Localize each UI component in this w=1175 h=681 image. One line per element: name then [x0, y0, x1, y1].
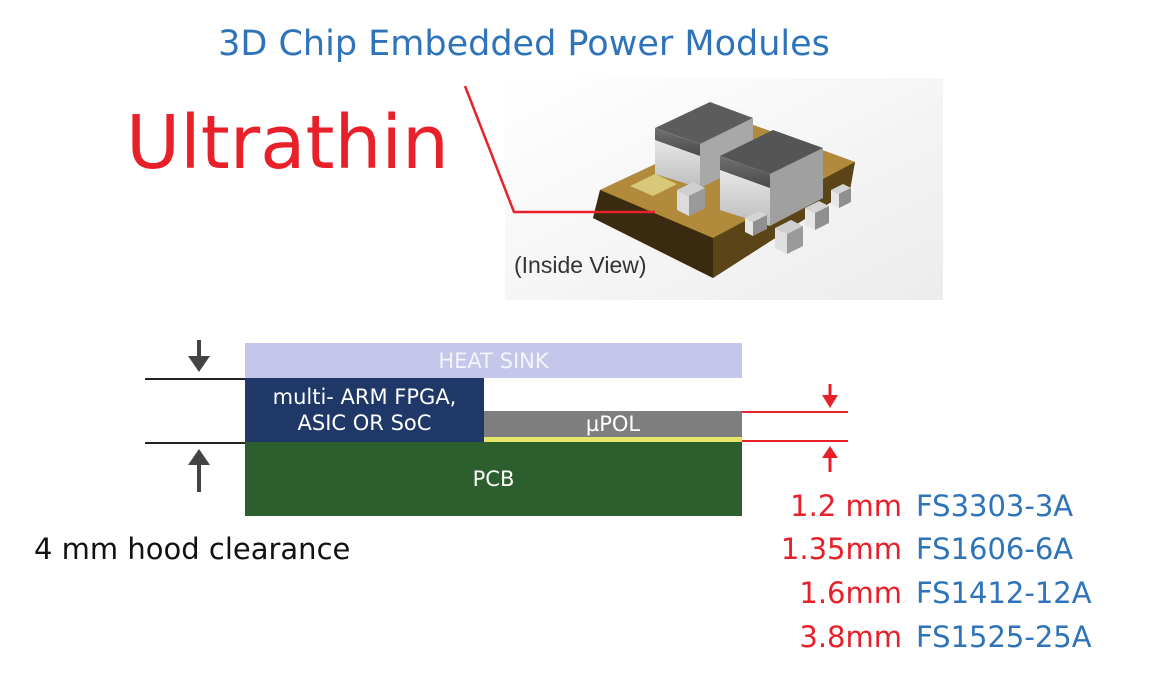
part-number: FS1525-25A [916, 620, 1092, 654]
part-thickness: 1.35mm [780, 532, 902, 566]
part-row: 3.8mm FS1525-25A [730, 623, 1140, 652]
page-title: 3D Chip Embedded Power Modules [218, 24, 830, 64]
part-thickness: 1.6mm [799, 576, 902, 610]
heat-sink-layer: HEAT SINK [245, 343, 742, 378]
arrow-down-icon [188, 340, 210, 372]
inside-view-caption: (Inside View) [514, 252, 647, 278]
red-arrow-down-icon [822, 384, 838, 408]
module-photo [505, 78, 943, 300]
arrow-up-icon [188, 449, 210, 492]
part-number: FS1606-6A [916, 532, 1074, 566]
red-arrow-up-icon [822, 446, 838, 472]
hood-clearance-label: 4 mm hood clearance [34, 532, 351, 566]
solder-layer [484, 437, 742, 442]
part-number: FS3303-3A [916, 489, 1074, 523]
chip-label-line1: multi- ARM FPGA, [272, 384, 457, 409]
chip-label-line2: ASIC OR SoC [297, 411, 432, 435]
pcb-layer: PCB [245, 442, 742, 516]
part-row: 1.6mm FS1412-12A [730, 579, 1140, 608]
upol-module: µPOL [484, 411, 742, 437]
part-thickness: 3.8mm [799, 620, 902, 654]
processor-chip: multi- ARM FPGA, ASIC OR SoC [245, 378, 484, 442]
headline: Ultrathin [126, 100, 449, 186]
part-number: FS1412-12A [916, 576, 1092, 610]
part-row: 1.2 mm FS3303-3A [730, 492, 1140, 521]
part-row: 1.35mm FS1606-6A [730, 535, 1140, 564]
part-thickness: 1.2 mm [790, 489, 902, 523]
